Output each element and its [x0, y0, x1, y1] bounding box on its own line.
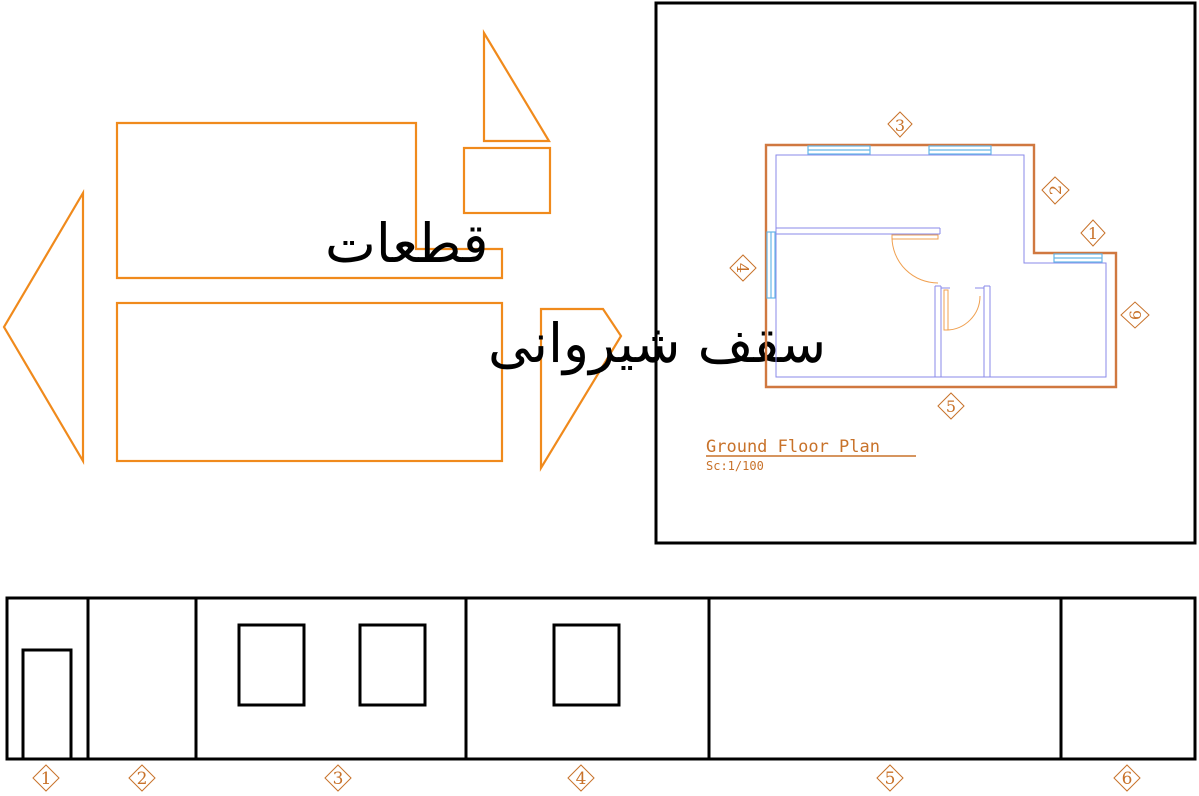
- doors: [891, 234, 981, 331]
- plan-marker-3: 3: [895, 116, 905, 135]
- partitions: [776, 227, 991, 377]
- windows: [766, 145, 1103, 299]
- elevation-window-3: [552, 623, 621, 707]
- elev-marker-3-shape: [324, 764, 352, 792]
- elev-label-5: 5: [885, 769, 896, 789]
- title-line-1: قطعات: [325, 212, 488, 275]
- plan-scale: Sc:1/100: [706, 459, 764, 473]
- elev-marker-5-shape: [876, 764, 904, 792]
- marker-4-shape: [729, 254, 757, 282]
- elev-marker-1-shape: [32, 764, 60, 792]
- elevation-door: [21, 648, 73, 759]
- door-leaf-1: [891, 234, 939, 240]
- elevation-window-1: [237, 623, 306, 707]
- plan-frame: [654, 1, 1197, 545]
- elev-label-4: 4: [576, 769, 587, 789]
- marker-6-shape: [1120, 301, 1150, 329]
- plan-marker-2: 2: [1046, 185, 1065, 195]
- plan-title: Ground Floor Plan: [706, 437, 880, 457]
- door-swing-2: [945, 295, 981, 331]
- elevation-window-2: [358, 623, 427, 707]
- elev-marker-4-shape: [567, 764, 595, 792]
- plan-markers: [729, 111, 1150, 420]
- elev-label-1: 1: [41, 769, 52, 789]
- right-trapezoid-piece: [539, 307, 623, 472]
- outer-wall: [764, 143, 1118, 389]
- floor-plan: 3 2 1 4 6 5 Ground Floor Plan Sc:1/100: [706, 111, 1150, 473]
- plan-marker-5: 5: [946, 397, 956, 416]
- elevation-outline: [5, 596, 1197, 761]
- plan-marker-6: 6: [1126, 310, 1145, 320]
- marker-3-shape: [887, 111, 913, 138]
- stepped-top-piece: [115, 121, 504, 280]
- top-triangle-piece: [482, 29, 551, 143]
- marker-5-shape: [937, 392, 965, 420]
- left-arrow-piece: [2, 188, 85, 466]
- roof-pieces: [2, 29, 623, 472]
- elev-marker-2-shape: [128, 764, 156, 792]
- door-swing-1: [891, 236, 939, 284]
- bottom-rect-piece: [115, 301, 504, 463]
- elev-label-2: 2: [137, 769, 148, 789]
- small-rect-piece: [462, 146, 552, 215]
- door-leaf-2: [943, 289, 949, 331]
- plan-marker-4: 4: [733, 263, 752, 273]
- elev-label-6: 6: [1122, 769, 1133, 789]
- elev-marker-6-shape: [1113, 764, 1141, 792]
- plan-marker-1: 1: [1088, 224, 1098, 243]
- elevation-markers: [32, 764, 1141, 792]
- inner-wall: [775, 154, 1107, 378]
- marker-1-shape: [1080, 219, 1106, 247]
- marker-2-shape: [1041, 176, 1070, 205]
- elev-label-3: 3: [333, 769, 344, 789]
- elevation-strip: [5, 596, 1197, 761]
